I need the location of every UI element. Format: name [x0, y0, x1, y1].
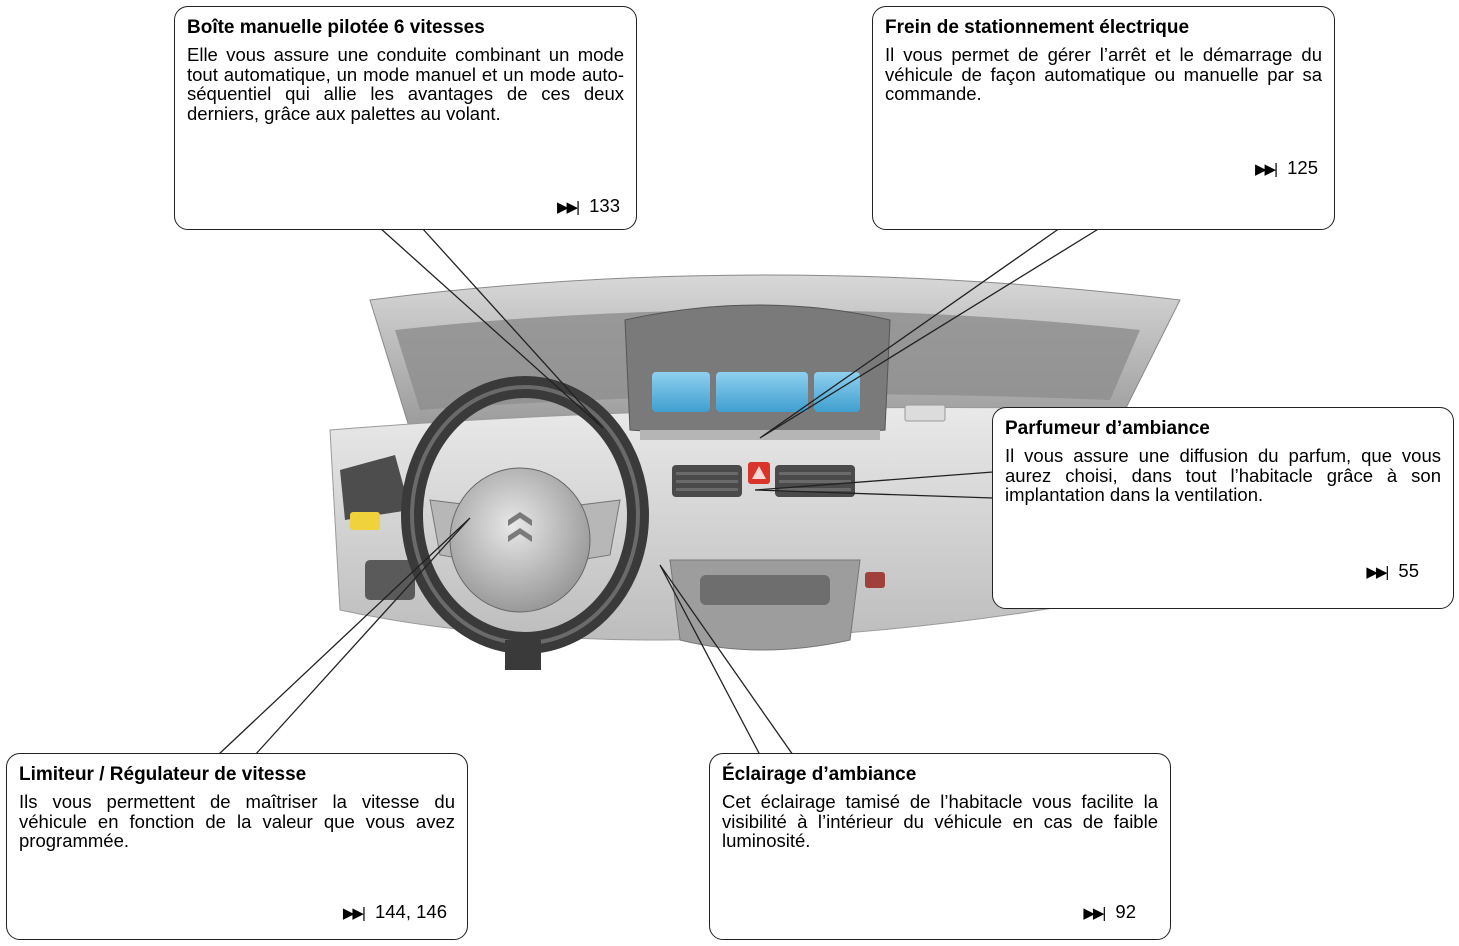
fast-forward-icon: ▶▶| [1366, 564, 1389, 581]
callout-text: Il vous assure une diffusion du parfum, … [1005, 445, 1441, 505]
callout-title: Frein de stationnement électrique [885, 17, 1190, 38]
steering-hub [449, 467, 591, 613]
page-reference[interactable]: ▶▶| 133 [557, 195, 620, 217]
callout-parking-brake: Frein de stationnement électrique Il vou… [872, 6, 1335, 230]
display-center [716, 372, 808, 412]
leader-perfume [754, 471, 994, 499]
page-reference[interactable]: ▶▶| 125 [1255, 157, 1318, 179]
callout-speed-limiter: Limiteur / Régulateur de vitesse Ils vou… [6, 753, 468, 940]
callout-title: Éclairage d’ambiance [722, 764, 917, 785]
display-right [814, 372, 860, 412]
instrument-housing [624, 304, 891, 436]
callout-text: Ils vous permettent de maîtriser la vite… [19, 791, 455, 851]
callout-gearbox: Boîte manuelle pilotée 6 vitesses Elle v… [174, 6, 637, 230]
console-switch [865, 572, 885, 588]
callout-title: Parfumeur d’ambiance [1005, 418, 1210, 439]
page-number: 133 [589, 195, 620, 216]
page-reference[interactable]: ▶▶| 92 [1083, 901, 1136, 923]
leader-parking-brake [759, 227, 1101, 439]
lower-left-panel [365, 560, 415, 600]
console-tray [700, 575, 830, 605]
leader-ambient-light [659, 564, 794, 756]
leader-gearbox [379, 227, 604, 429]
page-number: 144, 146 [374, 901, 447, 922]
page-number: 125 [1287, 157, 1318, 178]
yellow-switch [350, 512, 380, 530]
leader-speed-limiter [217, 517, 471, 756]
page-reference[interactable]: ▶▶| 144, 146 [343, 901, 447, 923]
callout-text: Cet éclairage tamisé de l’habitacle vous… [722, 791, 1158, 851]
callout-text: Elle vous assure une conduite combinant … [187, 44, 624, 124]
steering-wheel [401, 376, 649, 670]
fast-forward-icon: ▶▶| [557, 199, 580, 216]
display-left [652, 372, 710, 412]
callout-text: Il vous permet de gérer l’arrêt et le dé… [885, 44, 1322, 104]
callout-perfume: Parfumeur d’ambiance Il vous assure une … [992, 407, 1454, 609]
page-number: 55 [1398, 560, 1419, 581]
side-vent-left [340, 455, 410, 520]
dash-badge [904, 404, 946, 422]
page-number: 92 [1115, 901, 1136, 922]
chevron-logo-icon [508, 512, 532, 542]
callout-title: Boîte manuelle pilotée 6 vitesses [187, 17, 485, 38]
page-reference[interactable]: ▶▶| 55 [1366, 560, 1419, 582]
display-bezel-strip [640, 430, 880, 440]
callout-ambient-light: Éclairage d’ambiance Cet éclairage tamis… [709, 753, 1171, 940]
fast-forward-icon: ▶▶| [342, 905, 366, 922]
fast-forward-icon: ▶▶| [1255, 161, 1278, 178]
callout-title: Limiteur / Régulateur de vitesse [19, 764, 307, 785]
fast-forward-icon: ▶▶| [1083, 905, 1106, 922]
leader-lines [217, 227, 1101, 756]
